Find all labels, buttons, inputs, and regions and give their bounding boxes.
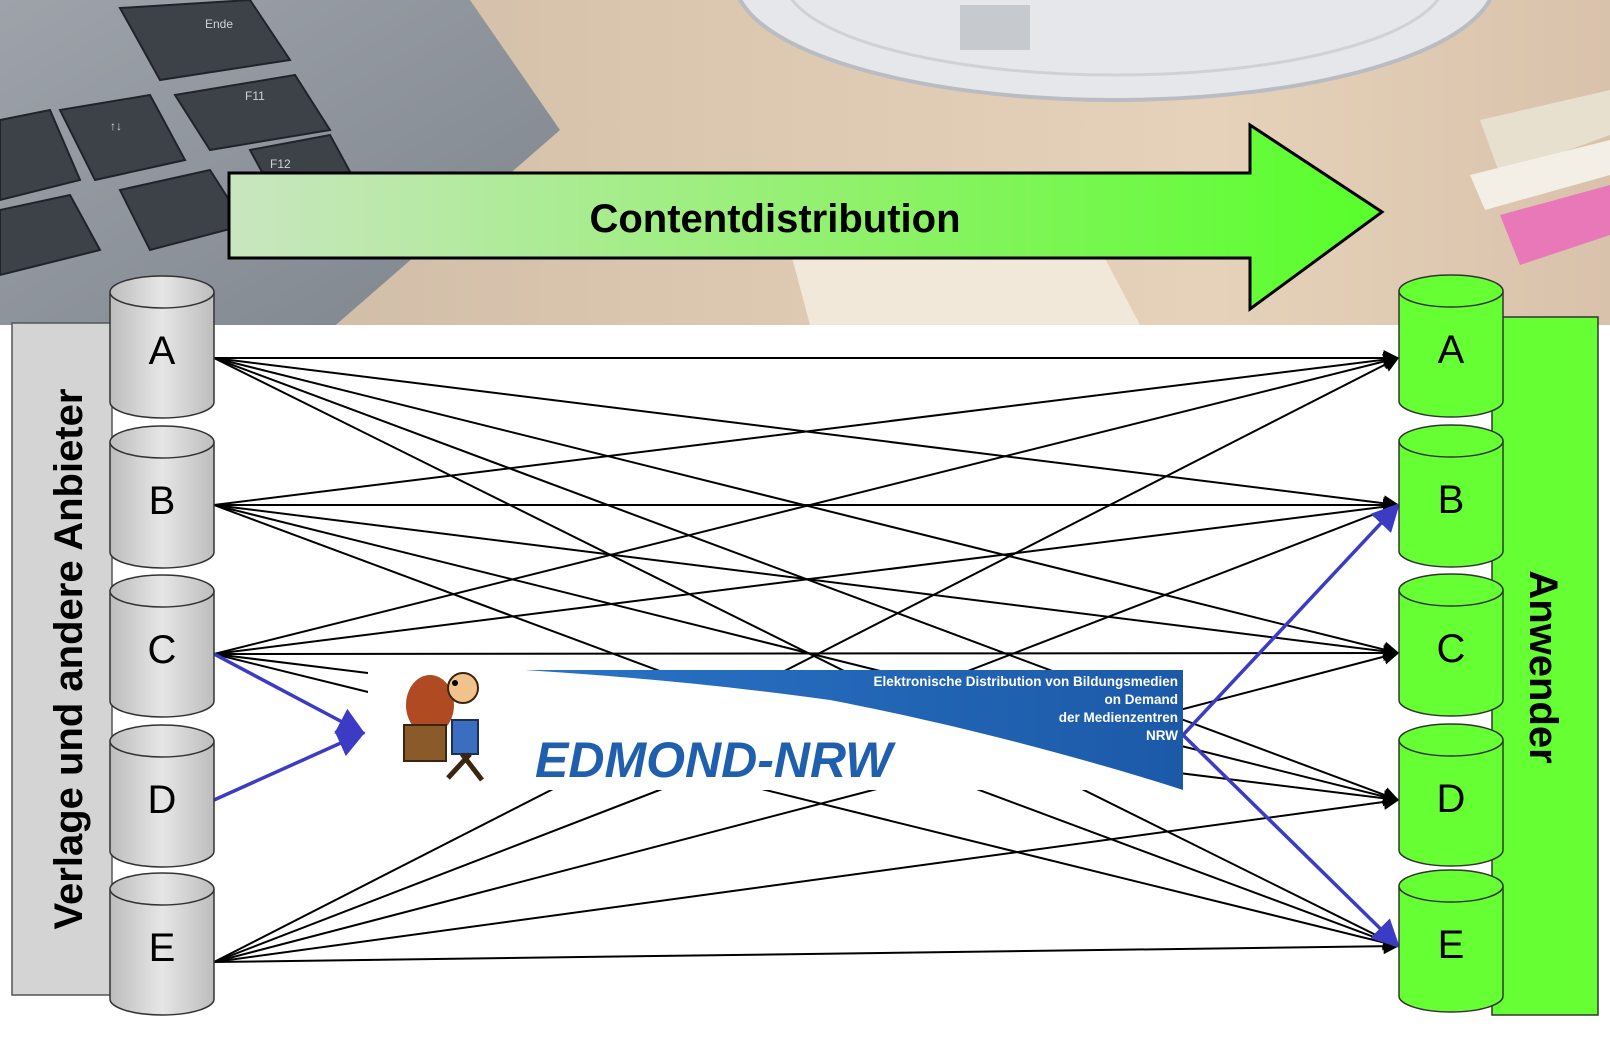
user-cylinder-b: B [1398,424,1504,568]
user-cylinder-d: D [1398,723,1504,867]
provider-cylinder-b-label: B [149,479,176,523]
direct-link [213,357,1400,963]
content-distribution-arrow: Contentdistribution [227,122,1385,312]
provider-cylinder-b: B [109,425,215,569]
svg-text:↑↓: ↑↓ [110,119,122,133]
direct-link [213,353,1400,655]
user-cylinder-c-label: C [1437,627,1466,671]
user-cylinder-e: E [1398,869,1504,1013]
svg-text:Ende: Ende [205,17,233,31]
courier-mascot-icon [403,672,484,782]
logo-tagline-line-2: on Demand [1104,692,1178,707]
provider-cylinder-a-label: A [149,329,176,373]
logo-tagline-line-4: NRW [1146,728,1178,743]
user-cylinder-c: C [1398,573,1504,717]
logo-name: EDMOND-NRW [535,732,896,788]
hub-inbound-link [213,652,366,735]
logo-tagline-line-1: Elektronische Distribution von Bildungsm… [873,674,1178,689]
provider-panel: Verlage und andere Anbieter [11,322,113,996]
user-cylinder-a-label: A [1438,328,1465,372]
direct-link [213,645,1400,662]
link-lines [213,350,1400,963]
direct-link [213,938,1400,963]
direct-link [213,498,1400,655]
direct-link [213,648,1400,963]
hub-inbound-link [213,730,366,802]
user-panel: Anwender [1491,316,1599,1016]
logo-tagline-line-3: der Medienzentren [1059,710,1178,725]
provider-cylinder-c-label: C [148,628,177,672]
database-cylinders: A B C D E A B C D E [109,274,1504,1016]
user-cylinder-d-label: D [1437,777,1466,821]
provider-cylinder-d-label: D [148,778,177,822]
arrow-label: Contentdistribution [589,197,960,241]
provider-cylinder-e: E [109,872,215,1016]
provider-cylinder-d: D [109,724,215,868]
provider-panel-title: Verlage und andere Anbieter [47,389,91,930]
user-cylinder-a: A [1398,274,1504,418]
svg-text:F11: F11 [245,89,265,103]
hub-outbound-link [1181,502,1400,737]
user-panel-title: Anwender [1521,570,1565,763]
user-cylinder-e-label: E [1438,923,1465,967]
provider-cylinder-e-label: E [149,926,176,970]
provider-cylinder-c: C [109,574,215,718]
edmond-logo: Elektronische Distribution von Bildungsm… [368,670,1183,790]
provider-cylinder-a: A [109,275,215,419]
direct-link [213,351,1400,506]
direct-link [213,794,1400,963]
svg-text:F12: F12 [270,157,291,171]
hub-outbound-link [1181,733,1400,948]
user-cylinder-b-label: B [1438,478,1465,522]
